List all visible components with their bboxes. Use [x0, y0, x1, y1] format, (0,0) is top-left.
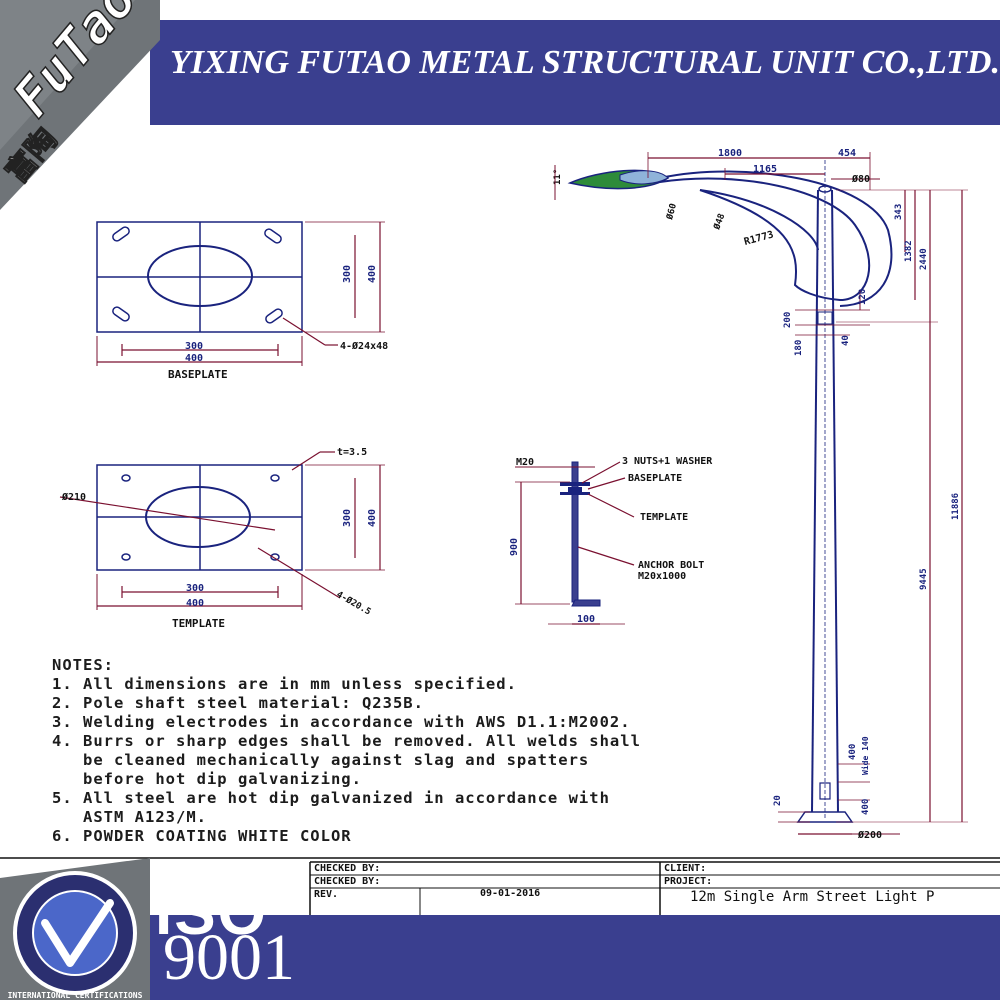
notes: NOTES: 1. All dimensions are in mm unles… — [52, 656, 752, 846]
svg-text:300: 300 — [342, 509, 353, 527]
svg-text:400: 400 — [185, 353, 203, 364]
note-line: ASTM A123/M. — [52, 808, 207, 826]
svg-text:t=3.5: t=3.5 — [337, 447, 367, 458]
svg-text:300: 300 — [186, 583, 204, 594]
note-line: 5. All steel are hot dip galvanized in a… — [52, 789, 610, 807]
svg-text:11°: 11° — [553, 169, 563, 185]
pole-elevation: 1800 1165 454 Ø80 11° Ø60 Ø48 R1773 343 … — [553, 148, 968, 841]
project-name: 12m Single Arm Street Light P — [690, 889, 935, 905]
svg-text:343: 343 — [894, 204, 904, 220]
svg-text:M20: M20 — [516, 457, 534, 468]
svg-text:100: 100 — [577, 614, 595, 625]
baseplate-view: 300 400 300 400 4-Ø24x48 BASEPLATE — [96, 221, 388, 381]
checked-by-2: CHECKED BY: — [314, 876, 381, 887]
svg-text:11886: 11886 — [951, 493, 961, 520]
svg-text:300: 300 — [342, 265, 353, 283]
svg-text:400: 400 — [861, 799, 871, 815]
note-line: 1. All dimensions are in mm unless speci… — [52, 675, 517, 693]
svg-text:40: 40 — [841, 335, 851, 346]
svg-text:4-Ø24x48: 4-Ø24x48 — [340, 340, 388, 352]
svg-text:400: 400 — [848, 744, 858, 760]
company-name: YIXING FUTAO METAL STRUCTURAL UNIT CO.,L… — [170, 44, 1000, 81]
svg-text:9445: 9445 — [919, 568, 929, 590]
rev-label: REV. — [314, 889, 339, 900]
anchor-bolt-view: M20 900 100 3 NUTS+1 WASHER BASEPLATE TE… — [509, 456, 713, 625]
svg-text:400: 400 — [367, 509, 378, 527]
svg-text:454: 454 — [838, 148, 856, 159]
svg-text:1800: 1800 — [718, 148, 742, 159]
checked-by-1: CHECKED BY: — [314, 863, 381, 874]
svg-text:Ø200: Ø200 — [857, 829, 882, 841]
svg-text:4-Ø20.5: 4-Ø20.5 — [335, 589, 373, 617]
note-line: be cleaned mechanically against slag and… — [52, 751, 590, 769]
svg-text:300: 300 — [185, 341, 203, 352]
svg-text:400: 400 — [367, 265, 378, 283]
iso-number: 9001 — [163, 921, 295, 994]
notes-title: NOTES: — [52, 656, 114, 674]
svg-text:M20x1000: M20x1000 — [638, 571, 686, 582]
header-band — [150, 20, 1000, 125]
iso-certification-seal: INTERNATIONAL CERTIFICATIONS — [0, 858, 150, 1000]
svg-text:Ø48: Ø48 — [711, 212, 727, 232]
svg-text:ANCHOR BOLT: ANCHOR BOLT — [638, 560, 704, 571]
company-logo: FuTao 富陶 — [0, 0, 160, 210]
svg-text:BASEPLATE: BASEPLATE — [168, 368, 228, 381]
iso-label: ISO — [155, 879, 268, 948]
svg-text:BASEPLATE: BASEPLATE — [628, 473, 682, 484]
svg-text:400: 400 — [186, 598, 204, 609]
footer-band — [0, 915, 1000, 1000]
svg-text:20: 20 — [773, 795, 783, 806]
note-line: 2. Pole shaft steel material: Q235B. — [52, 694, 424, 712]
svg-text:TEMPLATE: TEMPLATE — [640, 512, 688, 523]
svg-text:R1773: R1773 — [743, 229, 775, 247]
svg-text:Wide 140: Wide 140 — [860, 736, 870, 775]
template-view: Ø210 300 400 300 400 t=3.5 4-Ø20.5 TEMPL… — [59, 447, 385, 630]
svg-text:120: 120 — [858, 289, 868, 305]
svg-text:900: 900 — [509, 538, 520, 556]
note-line: 3. Welding electrodes in accordance with… — [52, 713, 631, 731]
note-line: 6. POWDER COATING WHITE COLOR — [52, 827, 352, 845]
svg-text:180: 180 — [794, 340, 804, 356]
svg-text:200: 200 — [783, 312, 793, 328]
svg-text:2440: 2440 — [919, 248, 929, 270]
svg-text:Ø80: Ø80 — [851, 173, 870, 185]
svg-text:Ø210: Ø210 — [61, 491, 86, 503]
project-label: PROJECT: — [664, 876, 713, 887]
note-line: before hot dip galvanizing. — [52, 770, 362, 788]
client-label: CLIENT: — [664, 863, 707, 874]
title-block — [0, 857, 1000, 915]
svg-text:1382: 1382 — [904, 240, 914, 262]
date: 09-01-2016 — [480, 888, 541, 899]
svg-text:3 NUTS+1 WASHER: 3 NUTS+1 WASHER — [622, 456, 713, 467]
svg-text:Ø60: Ø60 — [664, 202, 679, 222]
iso-ring-text: INTERNATIONAL CERTIFICATIONS — [8, 991, 143, 1000]
note-line: 4. Burrs or sharp edges shall be removed… — [52, 732, 641, 750]
svg-text:1165: 1165 — [753, 164, 777, 175]
svg-text:TEMPLATE: TEMPLATE — [172, 617, 225, 630]
